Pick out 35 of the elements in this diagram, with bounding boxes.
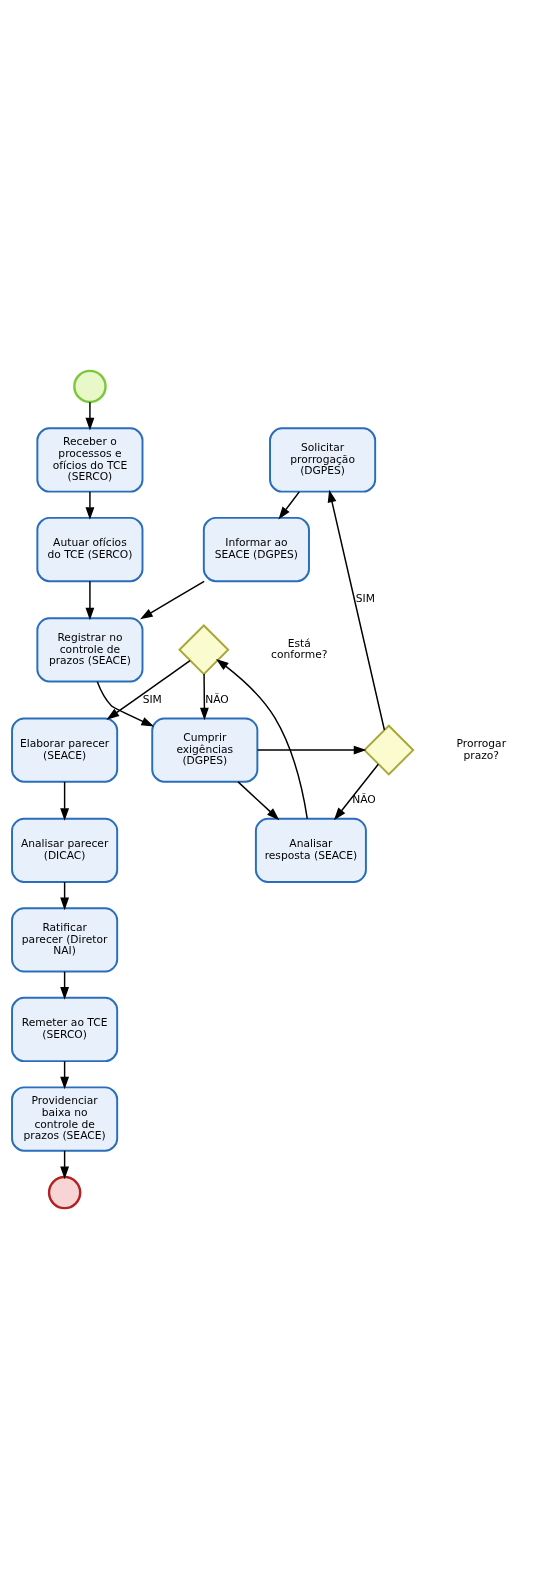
node-box: Solicitar prorrogação (DGPES) bbox=[269, 427, 377, 493]
arrow bbox=[60, 781, 70, 821]
edge-label: SIM bbox=[355, 592, 376, 606]
arrow bbox=[237, 781, 280, 821]
node-box: Remeter ao TCE (SERCO) bbox=[11, 996, 119, 1063]
arrow bbox=[327, 489, 386, 731]
arrow bbox=[106, 659, 191, 720]
arrow bbox=[278, 491, 300, 520]
node-box: Autuar ofícios do TCE (SERCO) bbox=[36, 516, 144, 583]
node-circle bbox=[73, 369, 107, 404]
node-label: Prorrogar prazo? bbox=[456, 736, 507, 762]
node-box: Receber o processos e ofícios do TCE (SERCO) bbox=[36, 427, 144, 493]
arrow bbox=[333, 763, 380, 821]
arrow bbox=[85, 580, 95, 621]
arrow bbox=[96, 680, 155, 727]
arrow bbox=[216, 658, 308, 820]
node-box: Registrar no controle de prazos (SEACE) bbox=[36, 617, 144, 683]
node-box: Elaborar parecer (SEACE) bbox=[11, 717, 119, 783]
node-box: Providenciar baixa no controle de prazos (SEACE) bbox=[11, 1086, 119, 1152]
node-box: Analisar parecer (DICAC) bbox=[11, 817, 119, 883]
node-box: Cumprir exigências (DGPES) bbox=[151, 717, 259, 783]
node-box: Analisar resposta (SEACE) bbox=[254, 817, 367, 883]
arrow bbox=[85, 491, 95, 520]
node-box: Ratificar parecer (Diretor NAI) bbox=[11, 907, 119, 973]
arrow bbox=[140, 580, 205, 620]
edge-label: NÃO bbox=[205, 692, 229, 706]
node-diamond bbox=[363, 724, 415, 776]
edge-label: SIM bbox=[142, 692, 162, 706]
arrow bbox=[199, 673, 209, 721]
arrow bbox=[256, 745, 367, 755]
edge-label: NÃO bbox=[352, 792, 376, 806]
node-box: Informar ao SEACE (DGPES) bbox=[202, 516, 310, 583]
arrow bbox=[85, 401, 95, 431]
node-circle bbox=[47, 1175, 82, 1210]
node-label: Está conforme? bbox=[271, 636, 328, 662]
